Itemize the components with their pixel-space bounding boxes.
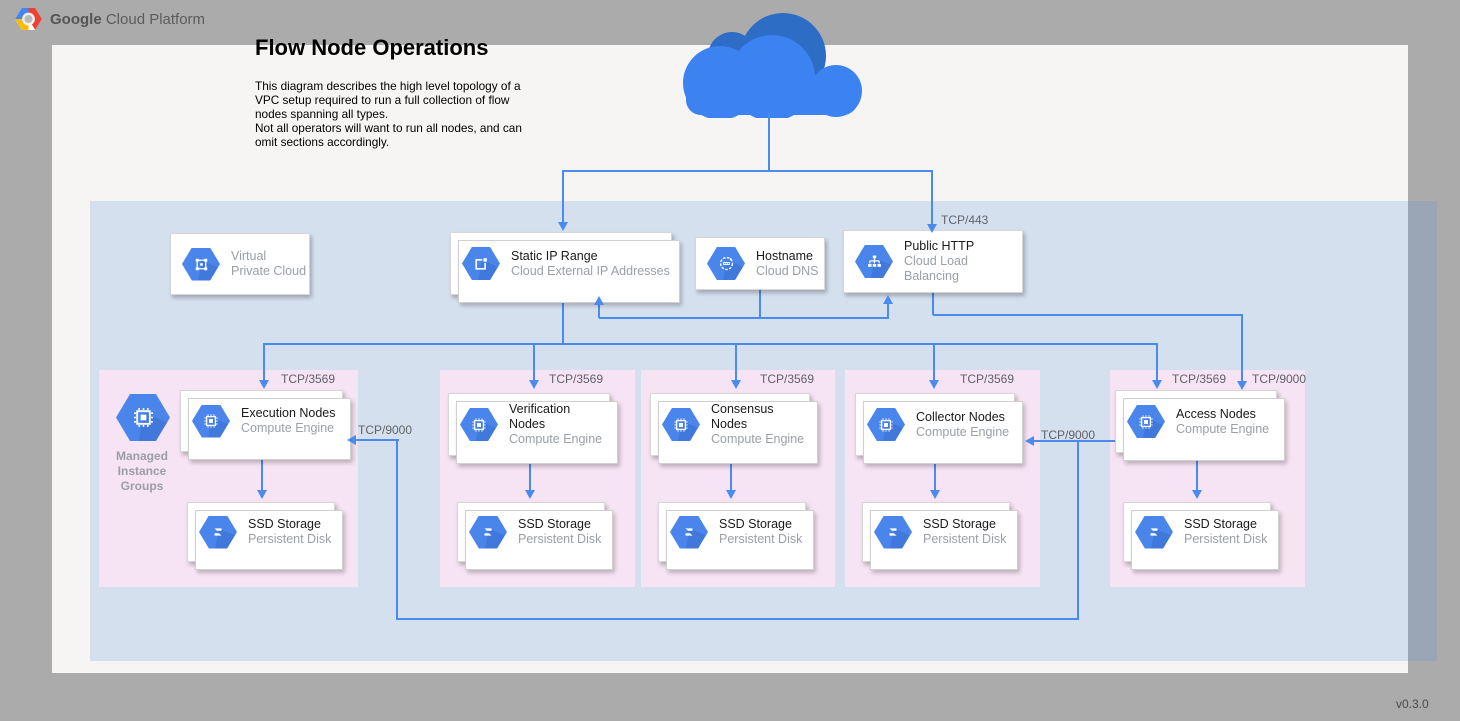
- card-subtitle: Compute Engine: [1176, 421, 1270, 436]
- port-label-tcp3569-access: TCP/3569: [1172, 372, 1227, 386]
- brand-cloud-platform: Cloud Platform: [101, 11, 206, 28]
- compute-engine-icon: [1127, 405, 1165, 438]
- card-title: Public HTTP: [904, 239, 975, 253]
- managed-instance-groups-label: Managed Instance Groups: [115, 449, 168, 493]
- compute-engine-icon: [867, 408, 905, 441]
- card-subtitle: Persistent Disk: [518, 532, 602, 546]
- dns-icon: [707, 247, 745, 280]
- card-title: Hostname: [756, 248, 813, 263]
- card-subtitle: Persistent Disk: [248, 532, 332, 546]
- card-subtitle: Cloud External IP Addresses: [511, 263, 670, 278]
- card-subtitle: Persistent Disk: [719, 532, 803, 546]
- gcp-logo: [15, 8, 42, 30]
- card-title: SSD Storage: [518, 517, 591, 531]
- card-title: SSD Storage: [1184, 517, 1257, 531]
- persistent-disk-icon: [199, 515, 237, 549]
- port-label-tcp9000-coll: TCP/9000: [1041, 428, 1096, 442]
- port-label-tcp3569-exec: TCP/3569: [281, 372, 336, 386]
- persistent-disk-icon: [1135, 515, 1173, 549]
- compute-engine-icon: [192, 404, 230, 438]
- card-subtitle: Private Cloud: [231, 264, 307, 278]
- port-label-tcp3569-coll: TCP/3569: [960, 372, 1015, 386]
- vpc-icon: [182, 247, 220, 281]
- card-title: Collector Nodes: [916, 409, 1005, 424]
- card-subtitle: Persistent Disk: [923, 532, 1007, 546]
- port-label-tcp9000-access: TCP/9000: [1252, 372, 1307, 386]
- compute-engine-icon: [460, 408, 498, 441]
- external-ip-icon: [462, 247, 500, 280]
- card-title: Static IP Range: [511, 248, 598, 263]
- card-title: Execution Nodes: [241, 406, 336, 420]
- card-subtitle: Compute Engine: [241, 421, 335, 435]
- brand-title: Google Cloud Platform: [50, 11, 205, 28]
- port-label-tcp443: TCP/443: [941, 213, 989, 227]
- description-text: This diagram describes the high level to…: [255, 79, 522, 149]
- card-subtitle: Cloud DNS: [756, 263, 819, 278]
- card-title: Virtual: [231, 249, 267, 263]
- port-label-tcp3569-cons: TCP/3569: [760, 372, 815, 386]
- card-subtitle: Compute Engine: [711, 432, 805, 446]
- card-subtitle: Cloud Load Balancing: [904, 254, 968, 283]
- persistent-disk-icon: [874, 515, 912, 549]
- card-title: SSD Storage: [248, 517, 321, 531]
- compute-engine-icon: [662, 408, 700, 441]
- card-subtitle: Persistent Disk: [1184, 532, 1268, 546]
- persistent-disk-icon: [670, 515, 708, 549]
- port-label-tcp3569-verif: TCP/3569: [549, 372, 604, 386]
- version-label: v0.3.0: [1396, 697, 1429, 711]
- cloud-icon: [683, 13, 862, 118]
- persistent-disk-icon: [469, 515, 507, 549]
- load-balancer-icon: [855, 245, 893, 278]
- card-subtitle: Compute Engine: [509, 432, 603, 446]
- card-title: Consensus Nodes: [711, 402, 774, 431]
- page-title: Flow Node Operations: [255, 35, 489, 60]
- port-label-tcp9000-exec: TCP/9000: [358, 423, 413, 437]
- brand-google: Google: [50, 11, 102, 28]
- card-subtitle: Compute Engine: [916, 424, 1010, 439]
- card-title: Verification Nodes: [509, 402, 571, 431]
- card-title: Access Nodes: [1176, 406, 1256, 421]
- card-title: SSD Storage: [923, 517, 996, 531]
- card-title: SSD Storage: [719, 517, 792, 531]
